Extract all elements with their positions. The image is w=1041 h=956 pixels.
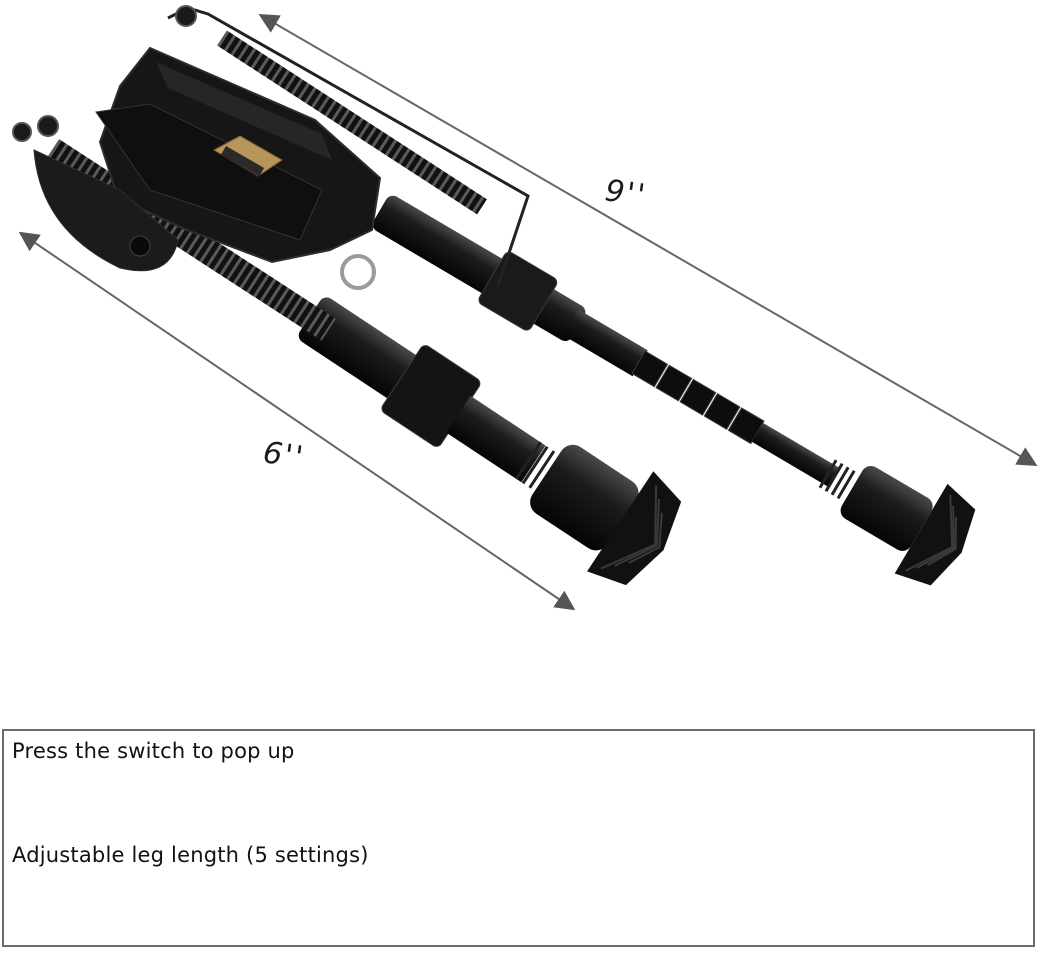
short-leg bbox=[298, 297, 682, 586]
top-spring bbox=[217, 30, 487, 215]
bipod-photo bbox=[12, 5, 976, 586]
caption-popup: Press the switch to pop up bbox=[12, 739, 295, 763]
dimension-arrow-short bbox=[18, 231, 576, 611]
mount-body bbox=[12, 5, 382, 290]
short-leg-label: 6'' bbox=[261, 435, 307, 475]
long-leg-label: 9'' bbox=[603, 173, 649, 213]
long-leg bbox=[372, 195, 976, 586]
dimension-arrow-long bbox=[258, 13, 1038, 467]
caption-adjust: Adjustable leg length (5 settings) bbox=[12, 843, 369, 867]
feature-panel: Press the switch to pop up Adjustable le… bbox=[2, 729, 1035, 947]
